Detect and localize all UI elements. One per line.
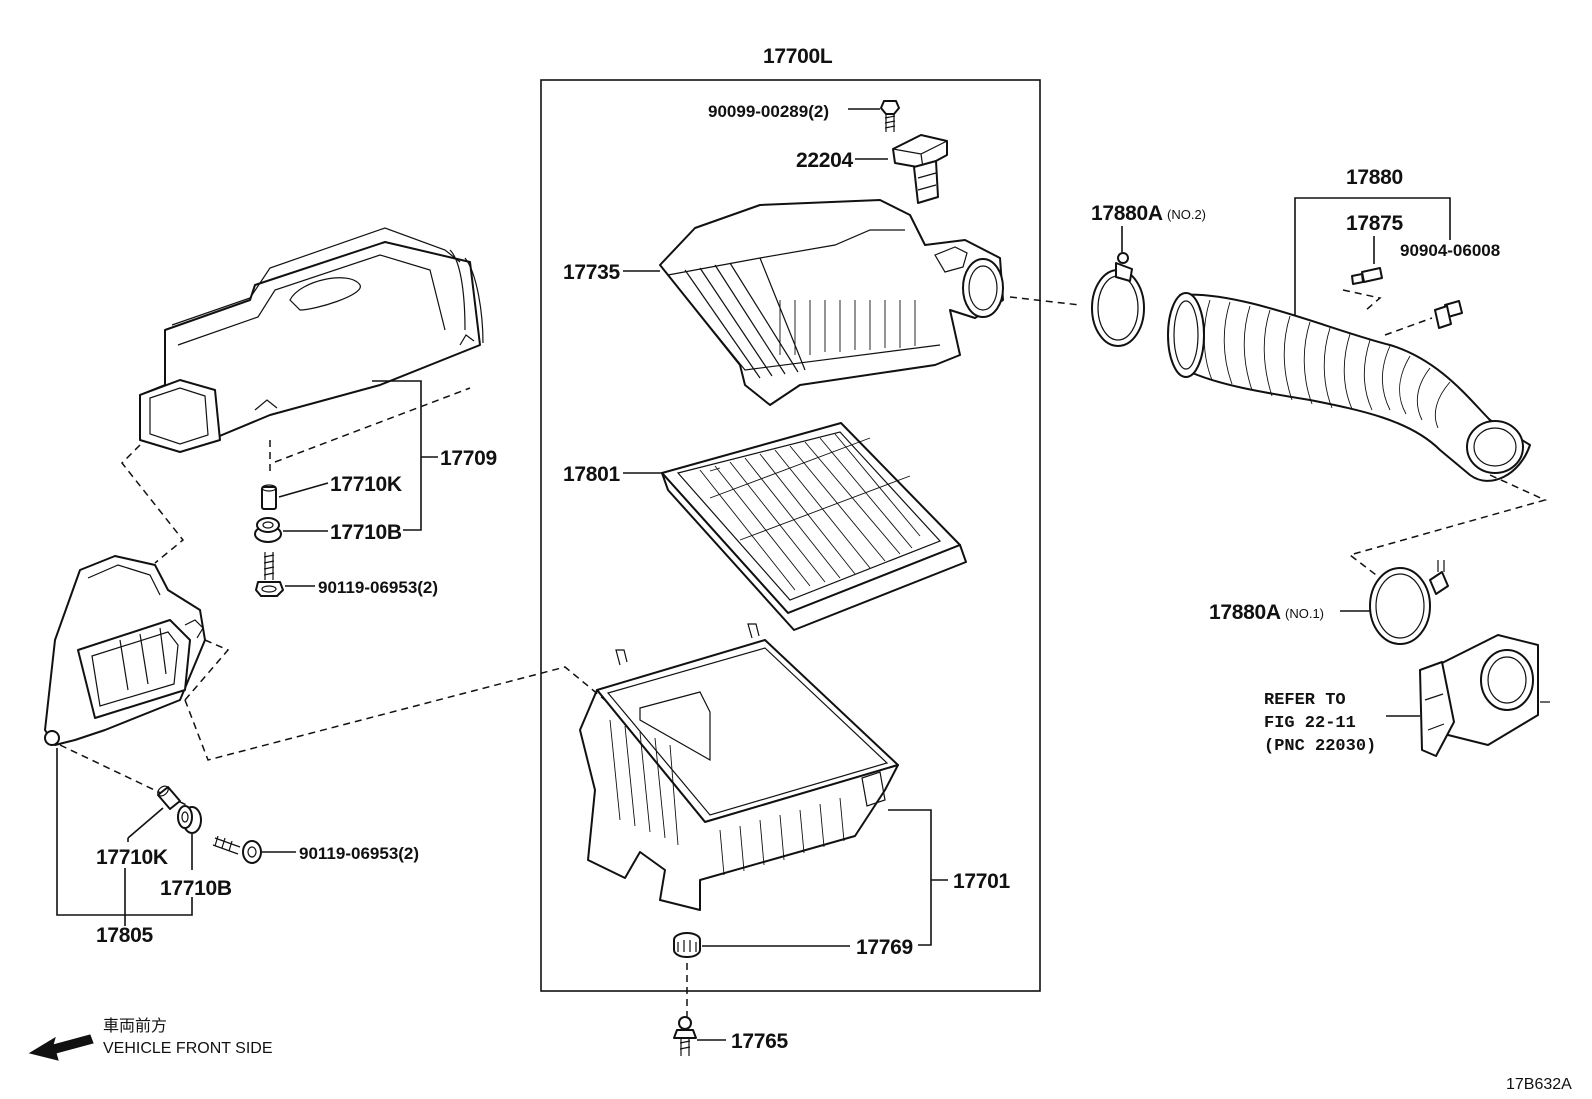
label-17709[interactable]: 17709 (440, 447, 497, 470)
grommet-17769-drawing (673, 932, 701, 958)
label-90119-06953-top[interactable]: 90119-06953(2) (318, 578, 438, 597)
label-17710K-top[interactable]: 17710K (330, 473, 402, 496)
label-17880A-no1-suffix: (NO.1) (1285, 606, 1324, 621)
refer-note-line3: (PNC 22030) (1264, 737, 1376, 756)
plug-90904-drawing (1434, 300, 1463, 329)
label-17735[interactable]: 17735 (563, 261, 621, 284)
throttle-body-drawing (1419, 634, 1550, 757)
clamp-no2-drawing (1091, 252, 1145, 347)
figure-id: 17B632A (1506, 1076, 1572, 1093)
filter-element-drawing (661, 422, 967, 631)
bolt-90119-top-drawing (255, 552, 284, 597)
label-90119-06953-bottom[interactable]: 90119-06953(2) (299, 844, 419, 863)
label-17801[interactable]: 17801 (563, 463, 621, 486)
label-17765[interactable]: 17765 (731, 1030, 789, 1053)
label-17805[interactable]: 17805 (96, 924, 154, 947)
grommet-17710B-bottom-drawing (177, 805, 202, 834)
label-17880[interactable]: 17880 (1346, 166, 1403, 189)
label-90099-00289[interactable]: 90099-00289(2) (708, 102, 829, 121)
air-cleaner-case-drawing (579, 623, 899, 911)
label-17875[interactable]: 17875 (1346, 212, 1404, 235)
assembly-box-17700L (540, 79, 1041, 992)
label-17701[interactable]: 17701 (953, 870, 1011, 893)
air-cleaner-cap-drawing (659, 199, 1004, 406)
upper-duct-drawing (139, 227, 484, 453)
collar-17710K-bottom-drawing (157, 785, 181, 810)
label-17880A-no2-suffix: (NO.2) (1167, 207, 1206, 222)
plug-17875-drawing (1351, 267, 1383, 285)
label-22204[interactable]: 22204 (796, 149, 854, 172)
grommet-17710B-top-drawing (254, 517, 282, 543)
refer-note-line2: FIG 22-11 (1264, 714, 1356, 733)
label-90904-06008[interactable]: 90904-06008 (1400, 241, 1500, 260)
label-17710K-bottom[interactable]: 17710K (96, 846, 168, 869)
bolt-90099-drawing (880, 100, 900, 132)
bolt-90119-bottom-drawing (212, 835, 262, 864)
label-17710B-bottom[interactable]: 17710B (160, 877, 232, 900)
label-17700L[interactable]: 17700L (763, 45, 833, 68)
intake-hose-drawing (1167, 292, 1531, 482)
label-17710B-top[interactable]: 17710B (330, 521, 402, 544)
legend-english: VEHICLE FRONT SIDE (103, 1040, 273, 1057)
bolt-17765-drawing (673, 1016, 697, 1056)
legend-japanese: 車両前方 (103, 1017, 167, 1035)
label-17880A-no2[interactable]: 17880A (1091, 202, 1163, 225)
refer-note-line1: REFER TO (1264, 691, 1346, 710)
collar-17710K-top-drawing (261, 484, 277, 510)
label-17769[interactable]: 17769 (856, 936, 913, 959)
lower-duct-drawing (44, 555, 206, 746)
label-17880A-no1[interactable]: 17880A (1209, 601, 1281, 624)
vehicle-front-arrow-icon (28, 1034, 94, 1061)
airflow-sensor-drawing (892, 134, 948, 204)
clamp-no1-drawing (1369, 560, 1449, 645)
